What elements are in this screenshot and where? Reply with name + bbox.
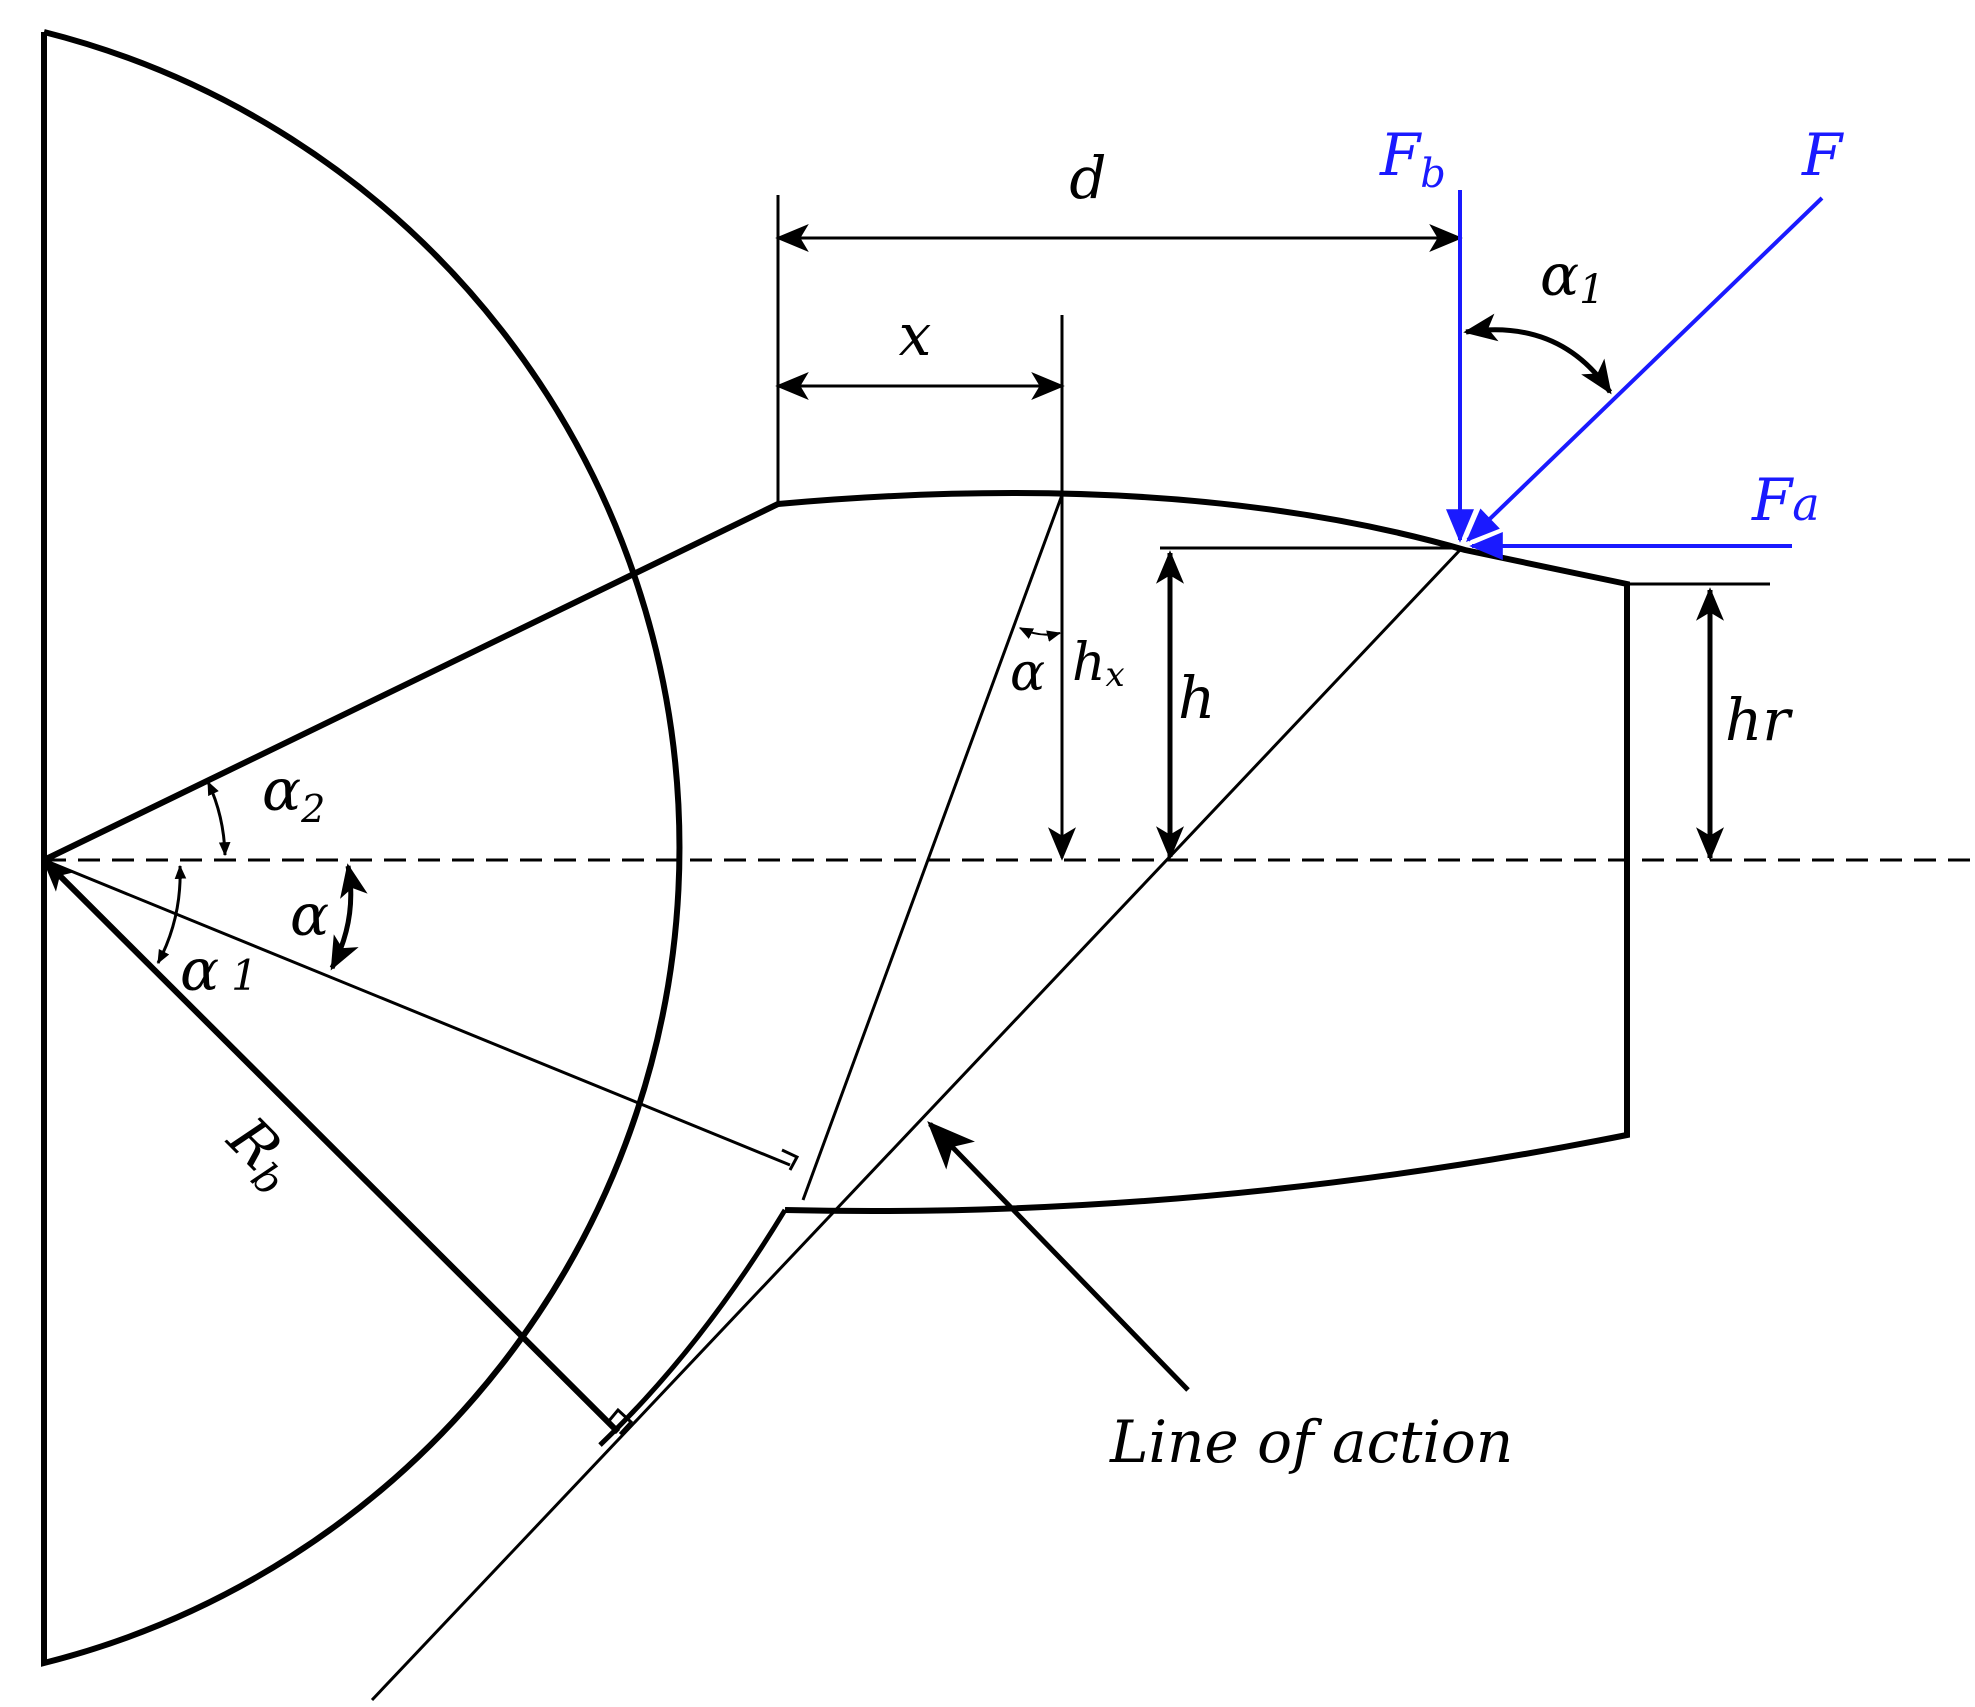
alpha-small-label: α [1010,643,1045,703]
hx-sub: x [1106,655,1125,695]
fb-sub: b [1420,151,1446,197]
f-force-arrow [1465,196,1824,542]
fa-main: F [1751,466,1794,534]
alpha-arc [329,863,368,971]
fb-label: Fb [1379,121,1446,197]
rb-label: Rb [210,1103,312,1205]
fa-sub: a [1792,477,1819,531]
alpha-ray-right-angle [781,1148,800,1171]
rb-right-angle [606,1407,634,1436]
alpha2-label: α2 [262,756,325,831]
line-of-action-label: Line of action [1109,1408,1513,1476]
d-label: d [1069,144,1106,212]
alpha1-sub: 1 [231,951,258,1000]
alpha2-arc [206,780,231,857]
hx-main: h [1072,633,1106,693]
alpha1-top-arc [1463,313,1613,395]
fa-label: Fa [1751,466,1820,534]
line-of-action-pointer [927,1121,1190,1392]
alpha1-main: α [180,936,219,1004]
alpha1-top-sub: 1 [1579,267,1604,313]
fb-main: F [1379,121,1422,189]
alpha2-sub: 2 [300,787,325,831]
alpha2-main: α [262,756,301,824]
involute-flank [598,1208,788,1447]
alpha-small-arc [1018,627,1062,642]
alpha1-top-main: α [1540,241,1579,309]
line-of-action [370,548,1462,1702]
hx-slant-line [801,494,1064,1201]
alpha2-ray [42,501,780,863]
tooth-profile [777,490,1630,1215]
hr-label: hr [1725,686,1793,754]
f-label: F [1801,121,1844,189]
h-label: h [1178,664,1215,732]
x-label: x [899,301,932,369]
alpha-label: α [290,881,329,949]
hx-label: hx [1072,633,1125,695]
rb-radius [41,857,621,1435]
alpha1-arc [156,864,187,965]
alpha1-top-label: α1 [1540,241,1605,313]
base-circle-outline [41,29,683,1667]
